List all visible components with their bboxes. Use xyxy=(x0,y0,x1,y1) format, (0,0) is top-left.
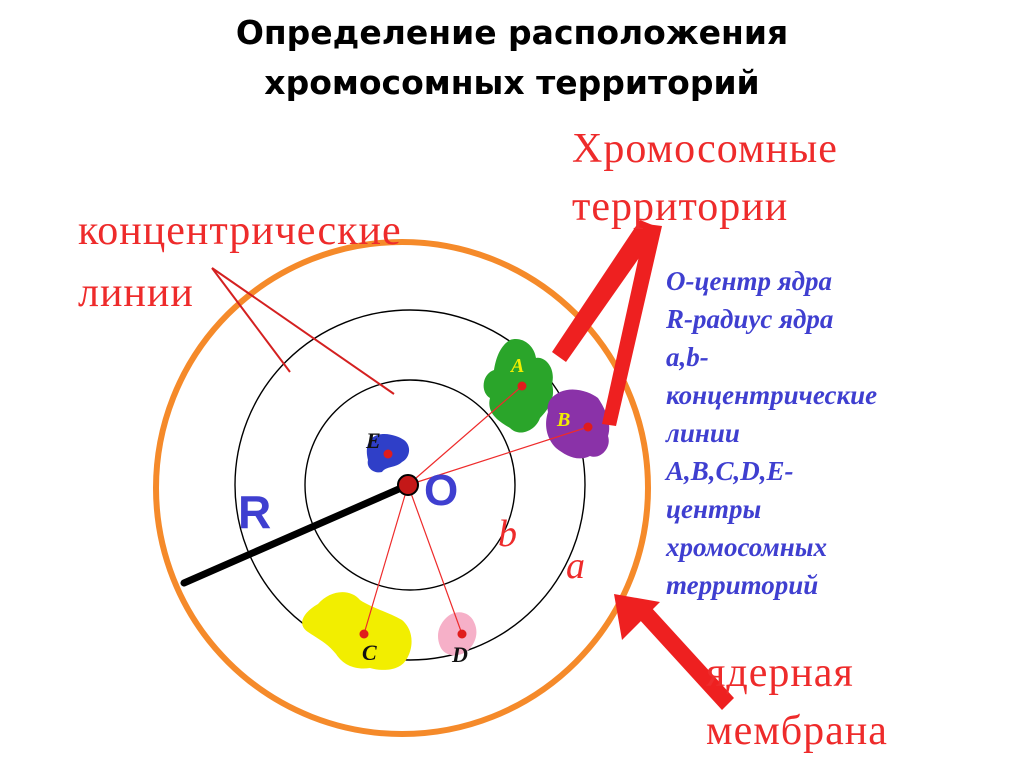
legend-line: концентрические xyxy=(666,380,878,410)
radial-line-b xyxy=(407,426,589,486)
territory-c-shape xyxy=(302,592,412,670)
legend: О-центр ядра R-радиус ядра a,b- концентр… xyxy=(666,262,1006,604)
radial-line-c xyxy=(363,484,409,635)
center-marker-b xyxy=(583,422,593,432)
concentric-pointer-lines xyxy=(211,267,395,395)
territory-b-shape xyxy=(546,389,610,459)
callout-concentric-lines-2: линии xyxy=(78,270,194,316)
callout-chromosome-territories: Хромосомные территории xyxy=(572,120,838,236)
center-marker-d xyxy=(457,629,467,639)
territory-label-a: A xyxy=(509,355,524,377)
legend-line: О-центр ядра xyxy=(666,266,833,296)
line-label-a: a xyxy=(566,545,585,587)
center-marker-c xyxy=(359,629,369,639)
territory-centers xyxy=(359,381,593,639)
callout-nuclear-membrane: ядерная мембрана xyxy=(706,644,888,760)
radial-line-a xyxy=(407,385,523,486)
pointer-line-to-a xyxy=(211,267,291,373)
callout-concentric-lines: концентрические линии xyxy=(78,200,402,324)
center-marker-a xyxy=(517,381,527,391)
territory-arrow-b xyxy=(602,224,662,426)
membrane-arrow-head xyxy=(614,594,660,640)
center-label-o: O xyxy=(424,466,458,515)
legend-line: R-радиус ядра xyxy=(666,304,834,334)
callout-membrane-1: ядерная xyxy=(706,650,854,696)
territory-label-b: B xyxy=(556,409,570,431)
callout-membrane-2: мембрана xyxy=(706,708,888,754)
territory-arrow-a xyxy=(552,220,660,362)
territory-label-c: C xyxy=(362,640,377,665)
territory-d-shape xyxy=(438,612,477,656)
center-point xyxy=(397,474,419,496)
legend-line: линии xyxy=(666,418,740,448)
radial-lines xyxy=(363,385,589,635)
territory-label-d: D xyxy=(451,642,468,667)
radius-line xyxy=(180,481,412,587)
membrane-arrow-shaft xyxy=(638,606,734,710)
callout-concentric-lines-1: концентрические xyxy=(78,208,402,254)
callout-territories-2: территории xyxy=(572,184,789,230)
legend-line: центры xyxy=(666,494,762,524)
territory-label-e: E xyxy=(365,428,381,453)
callout-territories-1: Хромосомные xyxy=(572,126,838,172)
legend-line: территорий xyxy=(666,570,819,600)
center-marker-e xyxy=(383,449,393,459)
pointer-line-to-b xyxy=(211,267,395,395)
title-line-2: хромосомных территорий xyxy=(264,63,760,102)
line-label-b: b xyxy=(498,513,517,555)
radial-line-d xyxy=(407,484,463,635)
legend-line: A,B,C,D,E- xyxy=(666,456,794,486)
title-line-1: Определение расположения xyxy=(235,13,789,52)
slide-title: Определение расположения хромосомных тер… xyxy=(0,8,1024,108)
legend-line: хромосомных xyxy=(666,532,827,562)
radius-label-r: R xyxy=(238,486,271,538)
legend-line: a,b- xyxy=(666,342,709,372)
concentric-line-b xyxy=(304,379,516,591)
concentric-line-a xyxy=(234,309,586,661)
nuclear-membrane-circle xyxy=(153,239,651,737)
